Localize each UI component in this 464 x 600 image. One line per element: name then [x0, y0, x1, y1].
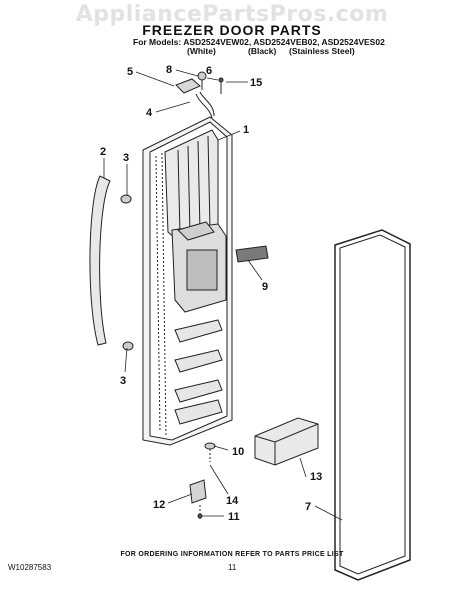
ordering-note: FOR ORDERING INFORMATION REFER TO PARTS … — [120, 551, 344, 558]
document-number: W10287583 — [8, 563, 52, 572]
variant-black: (Black) — [248, 46, 277, 56]
page-title: FREEZER DOOR PARTS — [142, 22, 322, 38]
callout-2: 2 — [100, 146, 106, 158]
callout-14: 14 — [226, 495, 239, 507]
door-handle — [89, 175, 134, 351]
leader-lines — [103, 69, 343, 521]
callout-3-top: 3 — [123, 152, 129, 164]
callout-11: 11 — [228, 511, 240, 523]
bottom-hinge-parts — [189, 442, 216, 520]
variant-white: (White) — [187, 46, 216, 56]
dispenser-cover — [235, 245, 269, 263]
callout-6: 6 — [206, 65, 212, 77]
callout-8: 8 — [166, 64, 172, 76]
callout-4: 4 — [146, 107, 153, 119]
door-panel — [142, 116, 233, 446]
callout-13: 13 — [310, 471, 322, 483]
callout-7: 7 — [305, 501, 311, 513]
door-bin — [254, 417, 319, 466]
page-number: 11 — [228, 563, 237, 572]
callout-12: 12 — [153, 499, 165, 511]
callout-1: 1 — [243, 124, 249, 136]
callout-5: 5 — [127, 66, 133, 78]
door-gasket — [334, 229, 411, 581]
callout-3-bottom: 3 — [120, 375, 126, 387]
variant-stainless: (Stainless Steel) — [289, 46, 355, 56]
top-hinge-parts — [175, 71, 224, 119]
callout-15: 15 — [250, 77, 262, 89]
callout-10: 10 — [232, 446, 244, 458]
models-line: For Models: ASD2524VEW02, ASD2524VEB02, … — [133, 37, 385, 47]
watermark: AppliancePartsPros.com — [75, 2, 389, 27]
callout-9: 9 — [262, 281, 268, 293]
